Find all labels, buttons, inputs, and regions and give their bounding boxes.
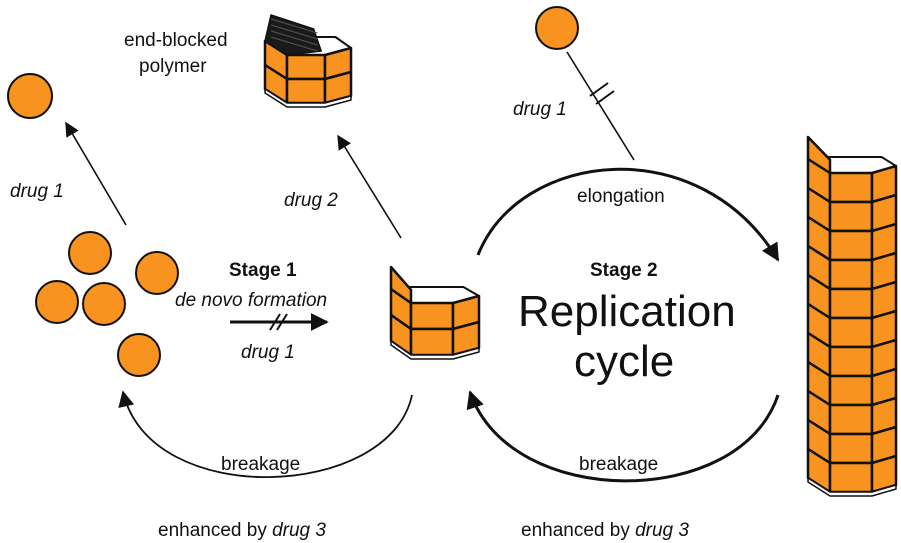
breakage-arc-left [118,390,413,479]
label-drug1-top: drug 1 [513,99,567,120]
arrow-drug1-up [65,121,127,226]
polymer-subunit [828,461,874,494]
monomer-top-right [535,6,579,50]
label-enhanced-left: enhanced by drug 3 [158,520,326,541]
polymer-base [807,477,897,497]
elongated-polymer [806,135,898,497]
polymer-subunit [828,345,874,378]
label-drug2: drug 2 [284,190,338,211]
label-stage1: Stage 1 [229,260,297,281]
polymer-base [390,340,480,360]
monomer-left-3 [35,280,79,324]
label-stage1-sub: de novo formation [175,290,327,311]
seed-polymer [389,265,481,360]
monomer-top-left [7,73,53,119]
label-elongation: elongation [577,186,665,207]
inhibit-mark-top [589,82,615,105]
line-drug1-elongation [566,51,635,161]
monomer-left-2 [135,251,179,295]
polymer-subunit [828,432,874,465]
enhanced-left-drug: drug 3 [272,520,326,541]
monomer-left-5 [117,333,161,377]
label-drug1-left: drug 1 [10,181,64,202]
polymer-subunit [409,301,455,331]
polymer-subunit [285,53,327,81]
label-breakage-right: breakage [579,454,658,475]
enhanced-right-prefix: enhanced by [521,520,635,541]
inhibit-mark-stage1 [269,313,288,331]
polymer-subunit [828,258,874,291]
polymer-subunit [828,287,874,320]
elongation-arc [476,167,780,262]
polymer-subunit [409,327,455,357]
end-blocker-cap [264,14,322,56]
monomer-left-1 [68,231,112,275]
polymer-subunit [828,403,874,436]
monomer-group-left [35,231,179,377]
breakage-arc-right [466,390,780,483]
polymer-subunit [806,135,832,175]
polymer-subunit [828,171,874,204]
polymer-subunit [828,374,874,407]
label-breakage-left: breakage [221,454,300,475]
label-end-blocked-1: end-blocked [124,30,228,51]
polymer-subunit [828,229,874,262]
polymer-subunit [285,77,327,105]
polymer-base [264,88,352,108]
monomer-left-4 [82,282,126,326]
label-stage2: Stage 2 [590,260,658,281]
label-end-blocked-2: polymer [139,56,207,77]
enhanced-left-prefix: enhanced by [158,520,272,541]
polymer-subunit [828,316,874,349]
label-replication: Replication [518,287,736,336]
label-stage1-drug: drug 1 [241,342,295,363]
polymer-subunit [389,265,413,305]
label-enhanced-right: enhanced by drug 3 [521,520,689,541]
polymer-subunit [828,200,874,233]
end-blocker [264,14,322,56]
arrow-drug2-up [337,134,402,239]
enhanced-right-drug: drug 3 [635,520,689,541]
label-cycle: cycle [574,337,674,386]
end-blocked-polymer [263,14,353,108]
